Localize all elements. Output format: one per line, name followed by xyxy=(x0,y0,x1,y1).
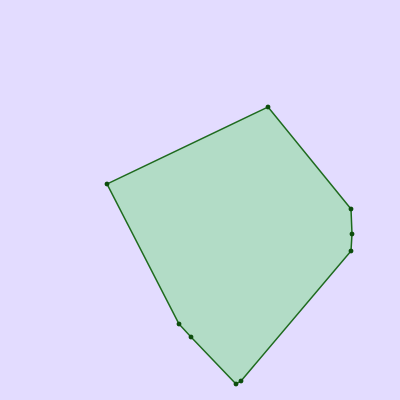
vertex-point xyxy=(176,321,182,327)
vertex-points xyxy=(104,104,355,387)
vertex-point xyxy=(348,206,354,212)
vertex-point xyxy=(188,334,194,340)
vertex-point xyxy=(238,378,244,384)
vertex-point xyxy=(348,248,354,254)
polygon-shape xyxy=(106,106,353,385)
vertex-point xyxy=(349,231,355,237)
vertex-point xyxy=(104,181,110,187)
vertex-point xyxy=(265,104,271,110)
vertex-point xyxy=(233,381,239,387)
